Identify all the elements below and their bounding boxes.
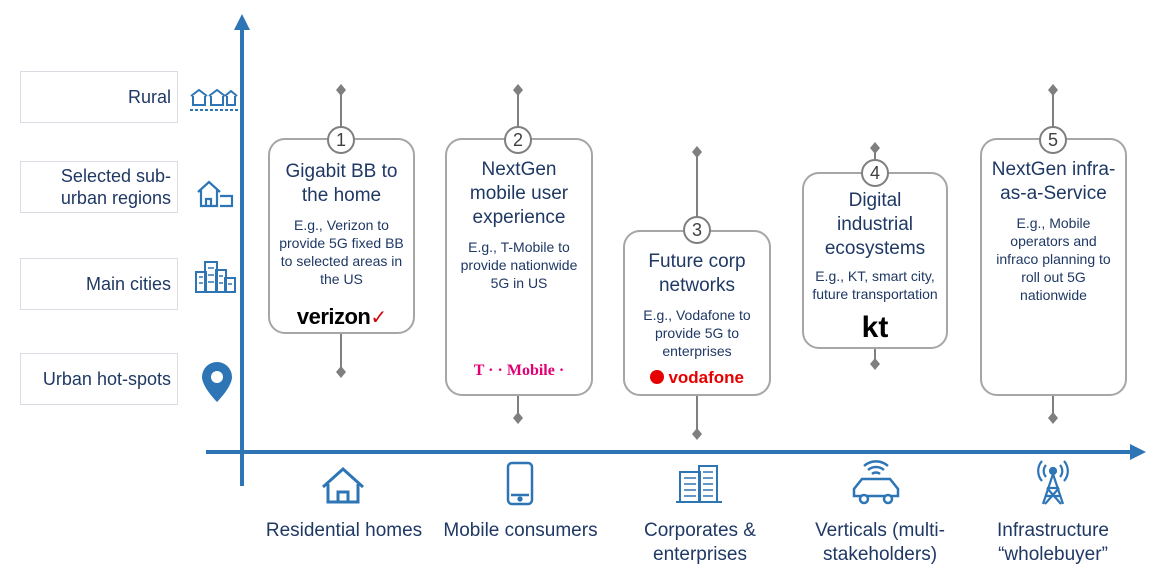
city-buildings-icon [195,261,236,293]
card-title: Gigabit BB to the home [285,161,398,206]
office-building-icon [676,465,722,503]
range-cap-4-bottom [870,358,880,370]
logo-text: T · · Mobile · [473,362,565,379]
card-description: E.g., Vodafone to provide 5G to enterpri… [643,307,751,359]
y-level-urban-hotspots: Urban hot-spots [20,353,178,405]
home-icon [321,466,365,504]
verizon-logo: verizon✓ [290,304,394,330]
x-category-corporates: Corporates & enterprises [644,520,756,565]
y-level-suburban: Selected sub-urban regions [20,161,178,213]
card-title: Digital industrial ecosystems [824,190,926,259]
location-pin-icon [202,362,232,402]
card-number-badge: 4 [861,159,889,187]
y-level-label: Rural [127,87,171,107]
range-cap-3-top [692,146,702,158]
range-cap-5-bottom [1048,412,1058,424]
logo-text: vodafone [668,368,744,387]
card-future-corp: Future corp networks E.g., Vodafone to p… [623,230,771,396]
x-category-residential: Residential homes [265,520,423,541]
rural-houses-icon [190,88,238,111]
card-nextgen-mobile: NextGen mobile user experience E.g., T-M… [445,138,593,396]
cell-tower-icon [1037,460,1069,505]
card-number-badge: 2 [504,126,532,154]
y-level-label: Selected sub-urban regions [60,166,171,208]
x-category-verticals: Verticals (multi-stakeholders) [815,520,945,565]
x-category-infrastructure: Infrastructure “wholebuyer” [997,520,1109,565]
range-cap-5-top [1048,84,1058,96]
y-level-label: Main cities [85,274,171,294]
card-description: E.g., KT, smart city, future transportat… [812,268,938,302]
vodafone-logo: vodafone [640,368,754,388]
card-description: E.g., Mobile operators and infraco plann… [996,215,1111,303]
range-cap-1-top [336,84,346,96]
smartphone-icon [506,461,534,506]
suburban-house-icon [197,180,234,208]
y-level-main-cities: Main cities [20,258,178,310]
range-cap-3-bottom [692,428,702,440]
vodafone-speechmark-icon [649,370,664,384]
logo-text: kt [861,311,889,344]
card-digital-industrial: Digital industrial ecosystems E.g., KT, … [802,172,948,349]
card-number-badge: 5 [1039,126,1067,154]
range-cap-2-bottom [513,412,523,424]
card-gigabit-bb: Gigabit BB to the home E.g., Verizon to … [268,138,415,334]
card-description: E.g., Verizon to provide 5G fixed BB to … [279,217,404,287]
card-number-badge: 1 [327,126,355,154]
range-cap-2-top [513,84,523,96]
kt-logo: kt [845,312,905,344]
x-category-mobile: Mobile consumers [443,520,598,541]
t-mobile-logo: T · · Mobile · [462,362,576,380]
x-axis-arrowhead [1130,444,1146,460]
y-axis-arrowhead [234,14,250,30]
card-title: Future corp networks [648,251,746,296]
y-level-label: Urban hot-spots [42,369,171,389]
connected-car-icon [852,460,900,505]
y-level-rural: Rural [20,71,178,123]
card-number-badge: 3 [683,216,711,244]
card-title: NextGen infra-as-a-Service [991,159,1116,204]
card-nextgen-infra: NextGen infra-as-a-Service E.g., Mobile … [980,138,1127,396]
card-title: NextGen mobile user experience [469,159,569,228]
card-description: E.g., T-Mobile to provide nationwide 5G … [460,239,578,291]
logo-text: verizon [296,304,371,329]
range-cap-4-top [870,142,880,154]
verizon-check-icon: ✓ [370,307,388,329]
range-cap-1-bottom [336,366,346,378]
